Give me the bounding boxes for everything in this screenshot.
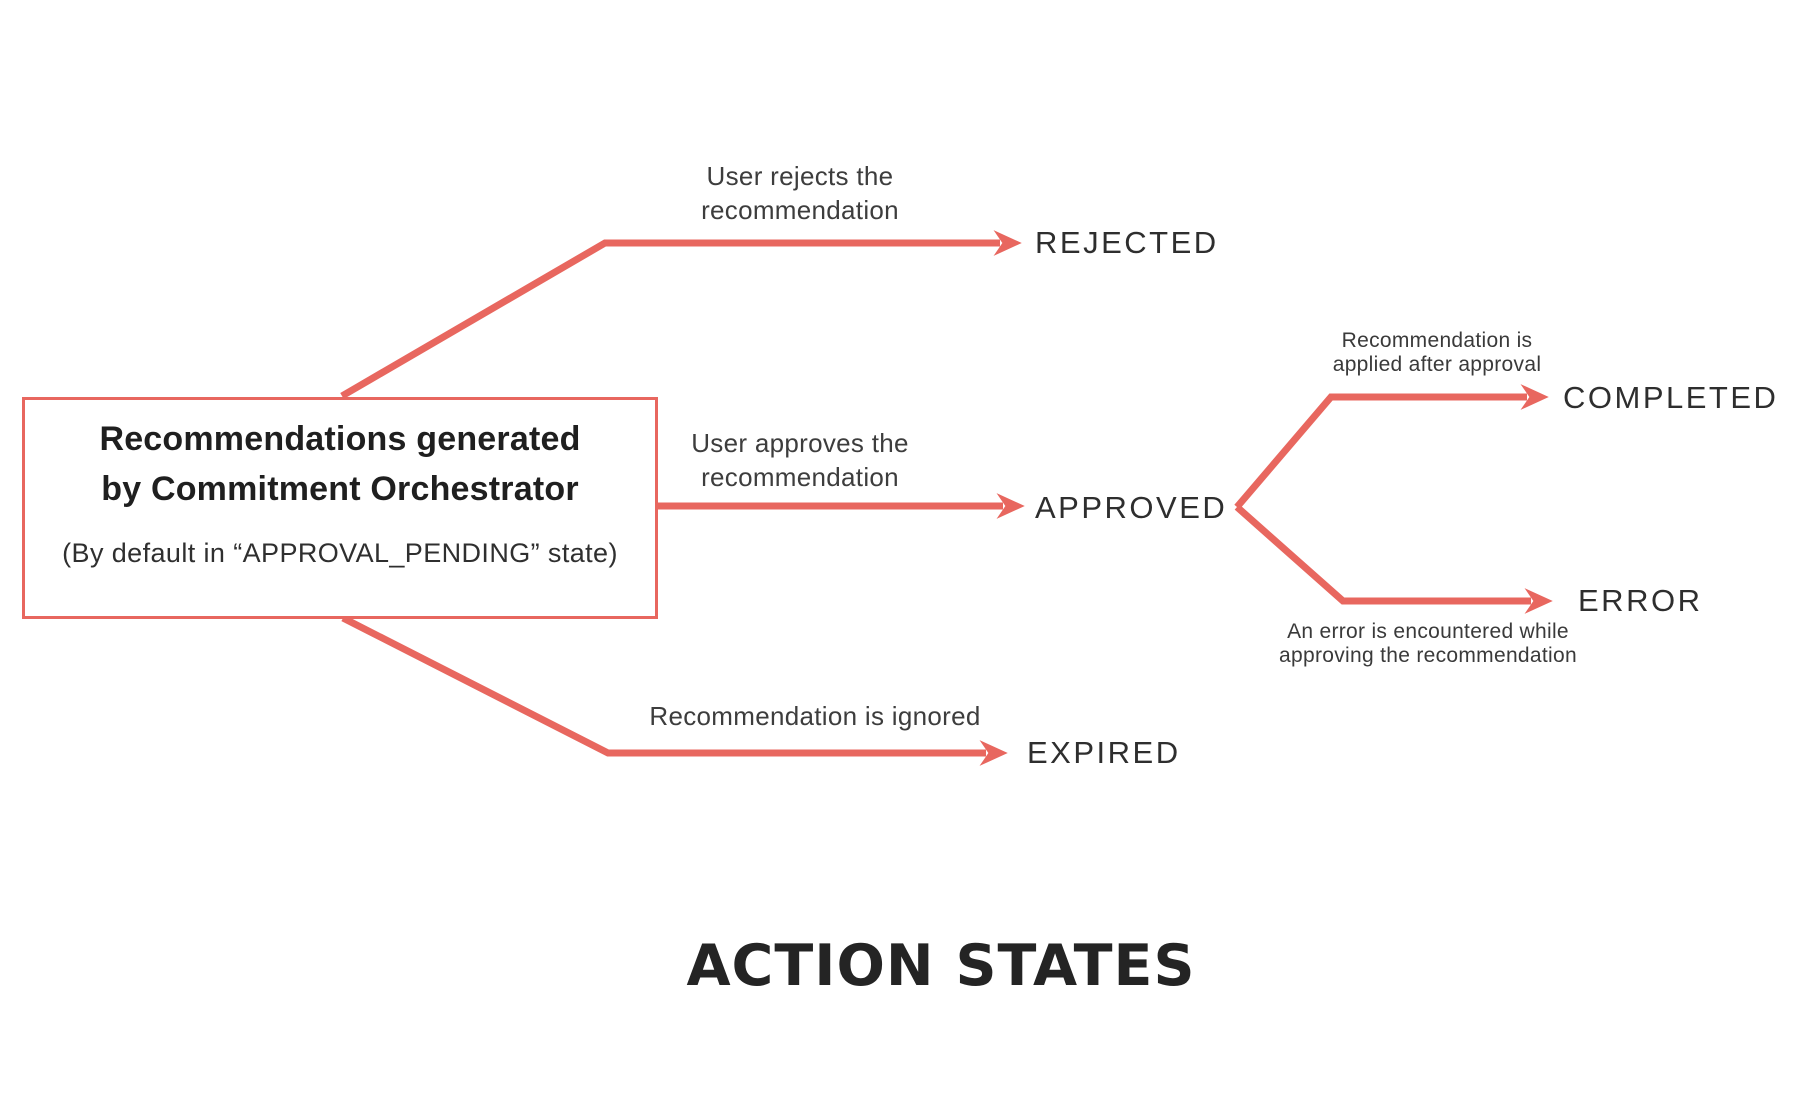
source-box-subtitle: (By default in “APPROVAL_PENDING” state): [62, 538, 618, 568]
caption-user-rejects-line1: User rejects the: [706, 161, 894, 191]
caption-user-rejects: User rejects the recommendation: [701, 159, 899, 227]
caption-error-line1: An error is encountered while: [1287, 620, 1569, 643]
source-box-title-line1: Recommendations generated: [99, 420, 581, 458]
source-box-title: Recommendations generated by Commitment …: [99, 414, 580, 514]
state-approved: APPROVED: [1035, 490, 1228, 525]
state-completed: COMPLETED: [1563, 380, 1779, 415]
caption-user-approves: User approves the recommendation: [691, 426, 909, 494]
caption-user-approves-line2: recommendation: [701, 462, 899, 492]
arrow-to-completed: [1234, 384, 1549, 510]
caption-user-rejects-line2: recommendation: [701, 195, 899, 225]
state-rejected: REJECTED: [1035, 225, 1219, 260]
caption-error-encountered: An error is encountered while approving …: [1279, 620, 1577, 668]
caption-applied-line2: applied after approval: [1332, 353, 1542, 376]
caption-user-approves-line1: User approves the: [691, 428, 909, 458]
caption-recommendation-ignored: Recommendation is ignored: [649, 699, 980, 733]
source-box-title-line2: by Commitment Orchestrator: [101, 470, 579, 508]
caption-ignored-line1: Recommendation is ignored: [649, 701, 981, 731]
diagram-title: ACTION STATES: [686, 933, 1196, 999]
caption-error-line2: approving the recommendation: [1279, 644, 1577, 667]
source-state-box: Recommendations generated by Commitment …: [22, 397, 658, 619]
state-error: ERROR: [1578, 583, 1703, 618]
state-expired: EXPIRED: [1027, 735, 1181, 770]
arrow-to-error: [1234, 504, 1553, 614]
caption-applied-after-approval: Recommendation is applied after approval: [1333, 329, 1542, 377]
arrow-to-expired: [341, 614, 1008, 766]
arrow-to-rejected: [340, 230, 1022, 400]
caption-applied-line1: Recommendation is: [1341, 329, 1533, 352]
